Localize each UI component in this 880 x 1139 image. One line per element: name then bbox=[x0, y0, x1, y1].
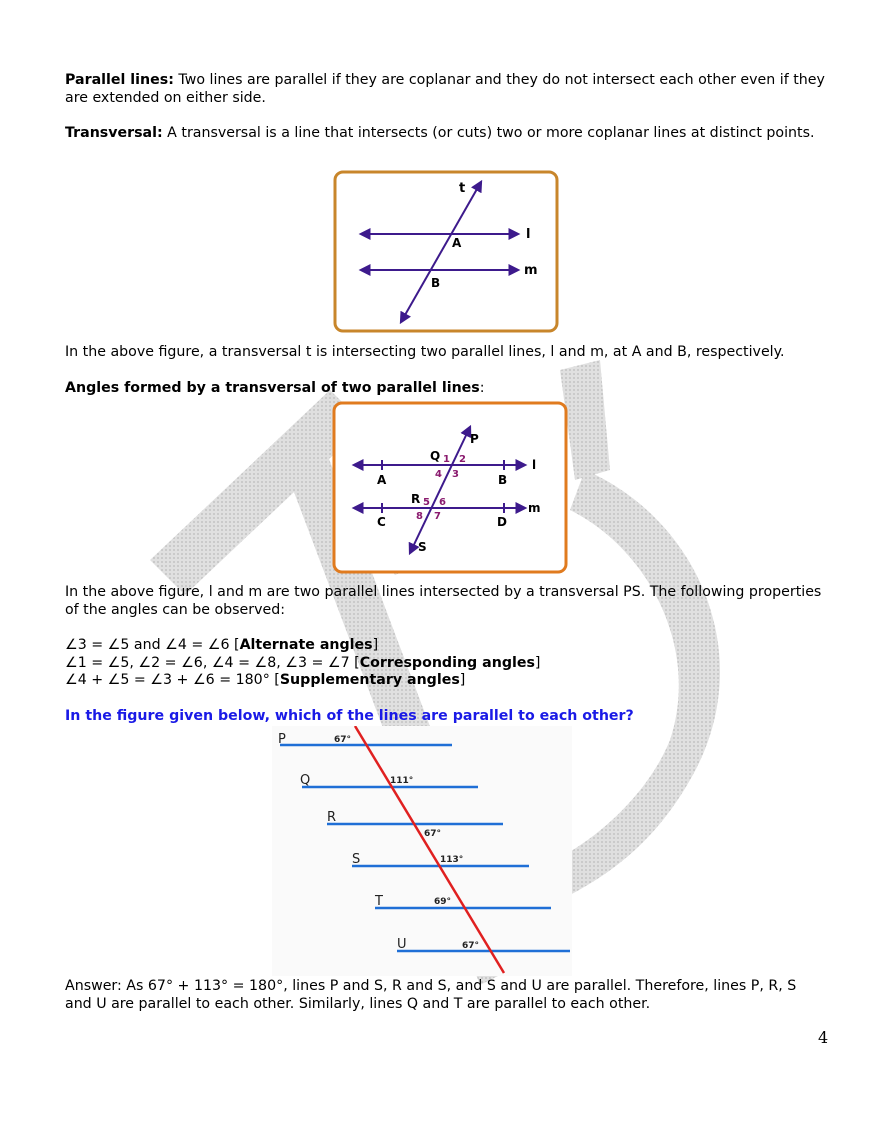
property-eq: ∠4 + ∠5 = ∠3 + ∠6 = 180° [ bbox=[65, 672, 280, 688]
angle-R: 67° bbox=[424, 829, 441, 839]
parallel-text: Two lines are parallel if they are copla… bbox=[65, 72, 825, 106]
property-end: ] bbox=[534, 655, 541, 671]
property-end: ] bbox=[459, 672, 466, 688]
label-R: R bbox=[327, 810, 336, 825]
parallel-lines-question-figure: P Q R S T U 67° 111° 67° 113° 69° 67° bbox=[272, 726, 572, 976]
property-alternate: ∠3 = ∠5 and ∠4 = ∠6 [Alternate angles] bbox=[65, 637, 825, 655]
angle-1: 1 bbox=[443, 454, 450, 465]
angle-4: 4 bbox=[435, 469, 442, 480]
label-A: A bbox=[377, 473, 387, 487]
label-m: m bbox=[528, 501, 541, 515]
line-t bbox=[399, 179, 483, 325]
label-l: l bbox=[532, 458, 536, 472]
angle-P: 67° bbox=[334, 735, 351, 745]
figure-frame bbox=[333, 170, 559, 333]
label-U: U bbox=[397, 937, 407, 952]
angle-3: 3 bbox=[452, 469, 459, 480]
property-end: ] bbox=[372, 637, 379, 653]
angle-5: 5 bbox=[423, 497, 430, 508]
transversal-term: Transversal: bbox=[65, 125, 163, 141]
caption-figure2: In the above figure, l and m are two par… bbox=[65, 584, 822, 618]
property-name: Alternate angles bbox=[239, 637, 373, 653]
transversal-definition: Transversal: A transversal is a line tha… bbox=[65, 125, 825, 143]
parallel-term: Parallel lines: bbox=[65, 72, 174, 88]
label-S: S bbox=[418, 540, 427, 554]
property-name: Supplementary angles bbox=[279, 672, 460, 688]
angles-heading-suffix: : bbox=[479, 380, 485, 396]
label-t: t bbox=[459, 181, 465, 196]
parallel-definition: Parallel lines: Two lines are parallel i… bbox=[65, 72, 825, 107]
answer: Answer: As 67° + 113° = 180°, lines P an… bbox=[65, 978, 797, 1012]
angles-heading: Angles formed by a transversal of two pa… bbox=[65, 380, 825, 398]
transversal-text: A transversal is a line that intersects … bbox=[162, 125, 815, 141]
label-Q: Q bbox=[300, 773, 310, 788]
label-P: P bbox=[278, 732, 286, 747]
angle-6: 6 bbox=[439, 497, 446, 508]
property-name: Corresponding angles bbox=[359, 655, 535, 671]
question: In the figure given below, which of the … bbox=[65, 708, 634, 724]
property-eq: ∠3 = ∠5 and ∠4 = ∠6 [ bbox=[65, 637, 240, 653]
property-eq: ∠1 = ∠5, ∠2 = ∠6, ∠4 = ∠8, ∠3 = ∠7 [ bbox=[65, 655, 360, 671]
transversal-line bbox=[353, 726, 506, 974]
angle-8: 8 bbox=[416, 511, 423, 522]
label-P: P bbox=[470, 432, 479, 446]
transversal-figure: t l m A B bbox=[333, 170, 559, 333]
label-R: R bbox=[411, 492, 420, 506]
label-B: B bbox=[498, 473, 507, 487]
caption-figure1: In the above figure, a transversal t is … bbox=[65, 344, 785, 360]
angle-Q: 111° bbox=[390, 776, 413, 786]
label-m: m bbox=[524, 263, 538, 278]
angle-2: 2 bbox=[459, 454, 466, 465]
page-number: 4 bbox=[818, 1028, 829, 1047]
angle-S: 113° bbox=[440, 855, 463, 865]
angles-heading-text: Angles formed by a transversal of two pa… bbox=[65, 380, 480, 396]
angles-figure: P Q R S A B C D l m 1 2 3 4 5 6 7 8 bbox=[332, 401, 568, 574]
figure-frame bbox=[332, 401, 568, 574]
label-C: C bbox=[377, 515, 386, 529]
label-Q: Q bbox=[430, 449, 440, 463]
angle-T: 69° bbox=[434, 897, 451, 907]
property-corresponding: ∠1 = ∠5, ∠2 = ∠6, ∠4 = ∠8, ∠3 = ∠7 [Corr… bbox=[65, 655, 825, 673]
label-A: A bbox=[452, 236, 462, 250]
label-B: B bbox=[431, 276, 440, 290]
angle-7: 7 bbox=[434, 511, 441, 522]
property-supplementary: ∠4 + ∠5 = ∠3 + ∠6 = 180° [Supplementary … bbox=[65, 672, 825, 690]
label-D: D bbox=[497, 515, 507, 529]
label-S: S bbox=[352, 852, 360, 867]
label-l: l bbox=[526, 227, 530, 242]
label-T: T bbox=[374, 894, 383, 909]
line-ps bbox=[408, 424, 472, 556]
angle-U: 67° bbox=[462, 941, 479, 951]
